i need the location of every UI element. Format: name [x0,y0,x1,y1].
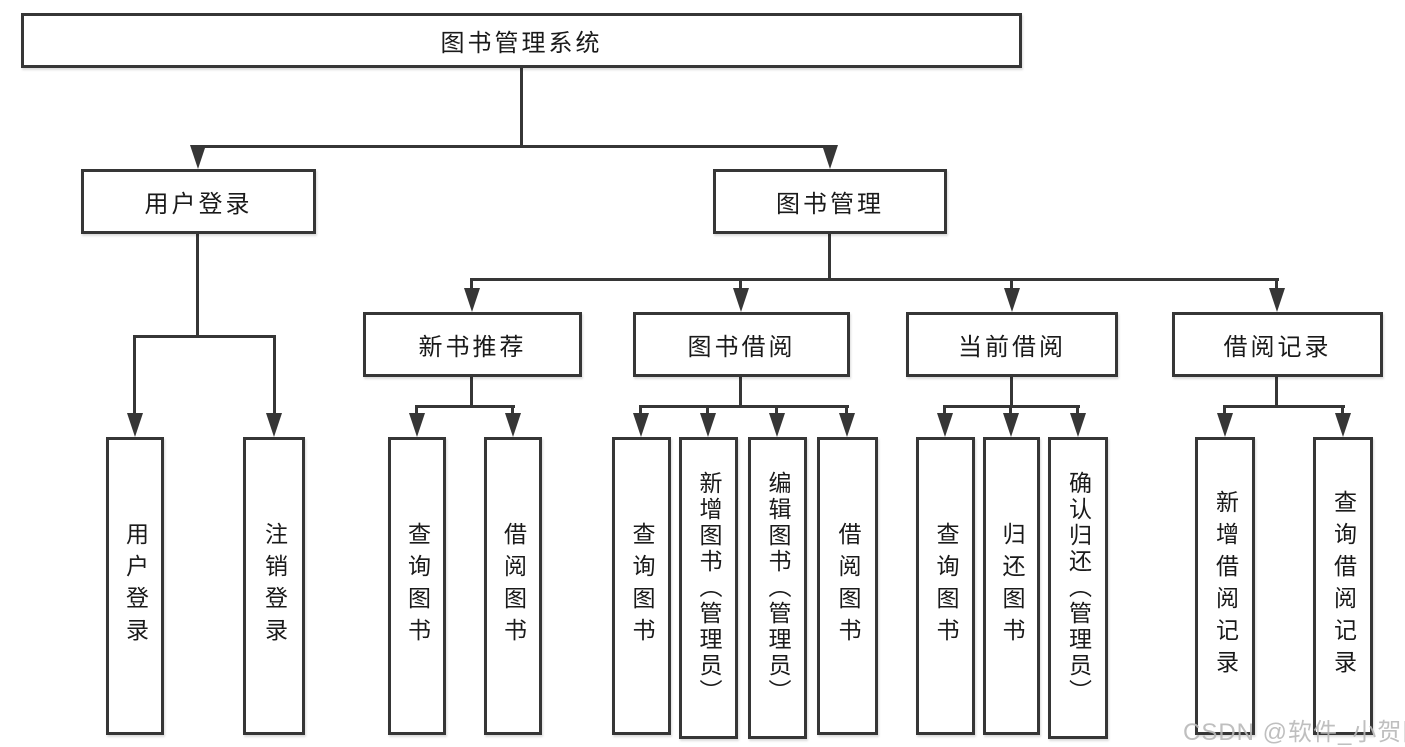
arrowhead-down-icon [633,413,649,437]
arrowhead-down-icon [127,413,143,437]
connector-drop-line [470,278,473,292]
node-new-books-label: 新书推荐 [418,334,527,361]
connector-bookborrow-trunk [739,377,742,408]
connector-drop-line [1010,278,1013,292]
arrowhead-down-icon [733,288,749,312]
node-new-books: 新书推荐 [363,312,582,377]
leaf-label: 查询图书 [404,522,431,650]
watermark: CSDN @软件_小贺同学 [1183,719,1405,746]
leaf-label: 查询图书 [933,522,959,650]
leaf-user-login: 用户登录 [106,437,164,735]
connector-userlogin-hbar [133,335,276,338]
leaf-label: 用户登录 [122,522,149,650]
connector-newbooks-trunk [470,377,473,408]
node-book-mgmt-label: 图书管理 [776,191,884,218]
connector-drop-line [943,405,946,417]
leaf-label: 确认归还（管理员） [1065,471,1092,705]
arrowhead-down-icon [266,413,282,437]
leaf-return-books: 归还图书 [983,437,1040,735]
connector-drop-line [1076,405,1079,417]
arrowhead-down-icon [1217,413,1233,437]
connector-userlogin-trunk [196,234,199,338]
arrowhead-down-icon [1070,413,1086,437]
leaf-query-books-newbooks: 查询图书 [388,437,446,735]
connector-borrowrecords-hbar [1223,405,1345,408]
connector-bookborrow-hbar [639,405,849,408]
leaf-label: 借阅图书 [835,522,861,650]
connector-drop-line [1275,278,1278,292]
connector-drop-line [706,405,709,417]
connector-root-trunk [520,66,523,147]
connector-drop-line [133,335,136,415]
leaf-logout: 注销登录 [243,437,305,735]
leaf-label: 编辑图书（管理员） [765,471,791,705]
connector-drop-line [639,405,642,417]
connector-drop-line [775,405,778,417]
node-book-mgmt: 图书管理 [713,169,947,234]
leaf-label: 新增图书（管理员） [696,471,722,705]
connector-drop-line [1223,405,1226,417]
leaf-query-books-bookborrow: 查询图书 [612,437,671,735]
leaf-label: 注销登录 [261,522,288,650]
leaf-query-borrow-record: 查询借阅记录 [1313,437,1373,735]
leaf-label: 查询借阅记录 [1330,490,1357,682]
leaf-label: 借阅图书 [500,522,527,650]
node-current-borrow: 当前借阅 [906,312,1118,377]
connector-drop-line [1009,405,1012,417]
node-borrow-records: 借阅记录 [1172,312,1383,377]
arrowhead-down-icon [190,145,206,169]
node-root-label: 图书管理系统 [440,30,603,57]
connector-root-hbar [197,145,832,148]
connector-bookmgmt-trunk [828,234,831,281]
node-book-borrow-label: 图书借阅 [687,334,796,361]
leaf-add-borrow-record: 新增借阅记录 [1195,437,1255,735]
leaf-add-books-admin: 新增图书（管理员） [679,437,738,739]
connector-newbooks-hbar [415,405,515,408]
connector-drop-line [845,405,848,417]
connector-currentborrow-trunk [1010,377,1013,408]
arrowhead-down-icon [839,413,855,437]
arrowhead-down-icon [409,413,425,437]
leaf-confirm-return-admin: 确认归还（管理员） [1048,437,1108,739]
connector-drop-line [739,278,742,292]
node-book-borrow: 图书借阅 [633,312,850,377]
arrowhead-down-icon [822,145,838,169]
arrowhead-down-icon [505,413,521,437]
leaf-edit-books-admin: 编辑图书（管理员） [748,437,807,739]
connector-drop-line [1341,405,1344,417]
leaf-label: 归还图书 [999,522,1025,650]
connector-drop-line [511,405,514,417]
arrowhead-down-icon [700,413,716,437]
node-user-login-label: 用户登录 [144,191,253,218]
arrowhead-down-icon [1003,413,1019,437]
connector-bookmgmt-hbar [470,278,1279,281]
connector-drop-line [415,405,418,417]
arrowhead-down-icon [937,413,953,437]
connector-borrowrecords-trunk [1275,377,1278,408]
arrowhead-down-icon [1004,288,1020,312]
arrowhead-down-icon [1269,288,1285,312]
node-borrow-records-label: 借阅记录 [1223,334,1332,361]
leaf-label: 查询图书 [629,522,655,650]
node-user-login: 用户登录 [81,169,316,234]
leaf-query-books-currentborrow: 查询图书 [916,437,975,735]
arrowhead-down-icon [464,288,480,312]
leaf-label: 新增借阅记录 [1212,490,1239,682]
arrowhead-down-icon [769,413,785,437]
connector-drop-line [273,335,276,415]
node-current-borrow-label: 当前借阅 [958,334,1066,361]
arrowhead-down-icon [1335,413,1351,437]
leaf-borrow-books-bookborrow: 借阅图书 [817,437,878,735]
node-root: 图书管理系统 [21,13,1022,68]
leaf-borrow-books-newbooks: 借阅图书 [484,437,542,735]
